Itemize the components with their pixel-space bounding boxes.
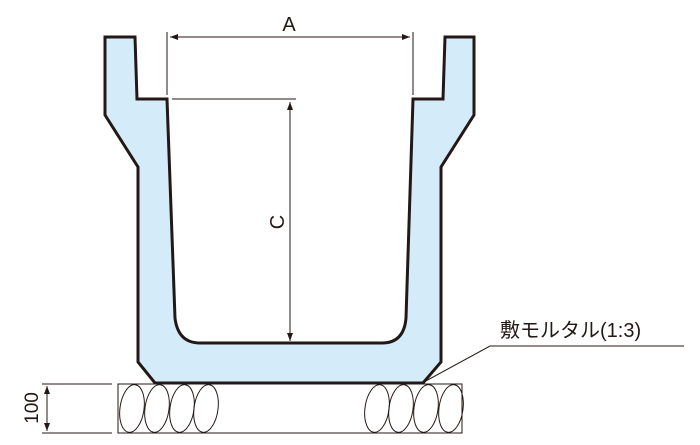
gravel-stone (169, 384, 195, 433)
dimension-c (172, 98, 296, 341)
dimension-a-label: A (282, 14, 296, 36)
dimension-c-label: C (267, 215, 289, 229)
mortar-leader-line (423, 345, 684, 383)
mortar-note-label: 敷モルタル(1:3) (500, 319, 641, 342)
base-thickness-label: 100 (22, 392, 43, 424)
gravel-stone (193, 384, 219, 433)
gravel-stone (364, 384, 390, 433)
gravel-stone (119, 384, 145, 433)
gravel-stone (144, 384, 170, 433)
gravel-stone (413, 384, 439, 433)
u-channel-body (103, 35, 476, 385)
gravel-base (117, 383, 464, 434)
dimension-base-thickness (42, 383, 112, 434)
gravel-stone (438, 384, 464, 433)
gravel-stone (388, 384, 414, 433)
dimension-a (166, 32, 414, 95)
